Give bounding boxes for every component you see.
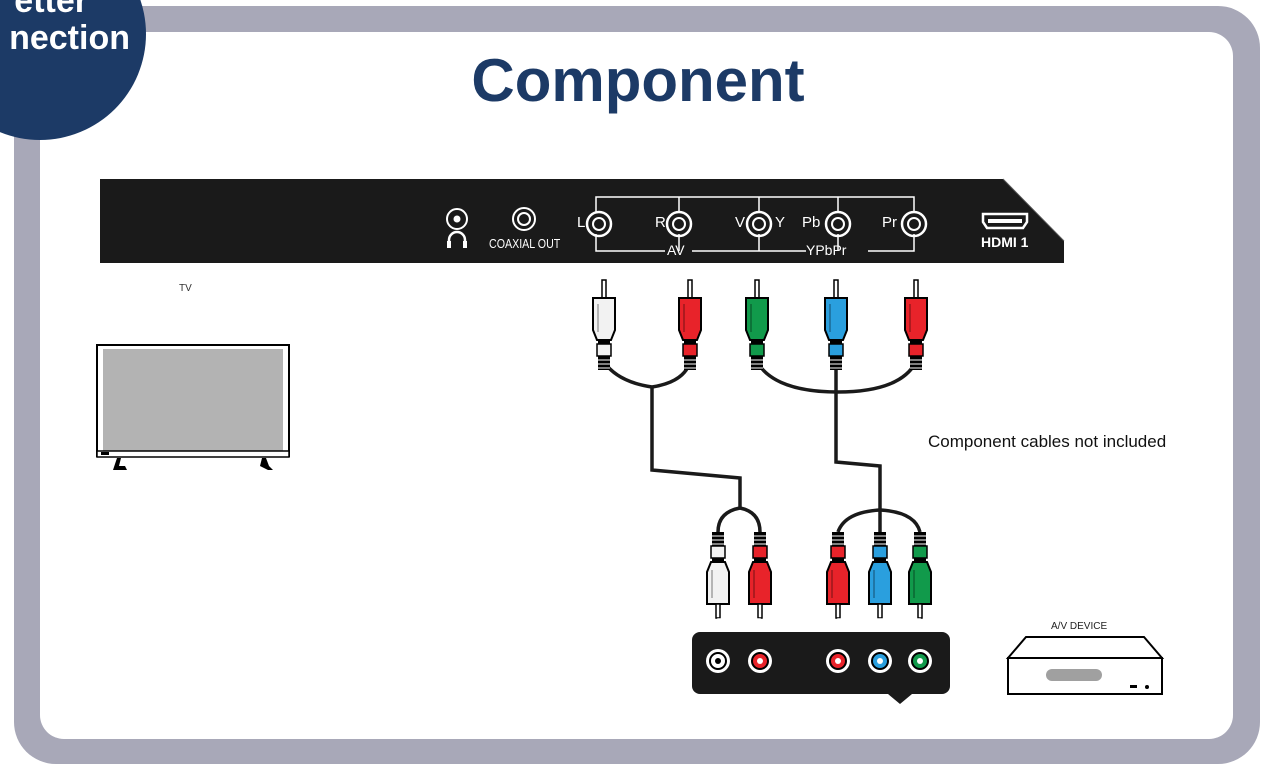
jack-pb (824, 210, 852, 238)
device-jack-red-audio (748, 649, 772, 673)
cables (602, 360, 922, 533)
port-label-v: V (735, 214, 746, 231)
port-group-brackets (595, 196, 915, 252)
tv-illustration (96, 344, 290, 470)
coaxial-out-label: COAXIAL OUT (489, 236, 561, 251)
hdmi-port-icon (981, 212, 1029, 230)
device-jack-red-pr (826, 649, 850, 673)
port-label-pb: Pb (802, 214, 821, 231)
tv-back-panel (100, 178, 1065, 263)
jack-v-y (745, 210, 773, 238)
rca-jack-icon (585, 210, 928, 238)
tv-label: TV (179, 283, 192, 294)
device-jack-panel (692, 618, 950, 704)
jack-av-r (665, 210, 693, 238)
badge-text-line1: etter (14, 0, 88, 20)
badge-text-line2: nection (9, 19, 130, 57)
headphone-jack (446, 208, 468, 230)
device-jack-white (706, 649, 730, 673)
port-label-l: L (577, 214, 586, 231)
group-label-ypbpr: YPbPr (806, 242, 847, 258)
cable-note: Component cables not included (928, 432, 1167, 451)
hdmi-label: HDMI 1 (981, 234, 1029, 250)
headphone-icon (447, 230, 467, 248)
coaxial-jack (512, 207, 536, 231)
corner-badge (0, 0, 146, 140)
jack-av-l (585, 210, 613, 238)
port-label-pr: Pr (882, 214, 897, 231)
device-jack-blue (868, 649, 892, 673)
av-device-label: A/V DEVICE (1051, 621, 1108, 632)
port-label-r: R (655, 214, 666, 231)
jack-pr (900, 210, 928, 238)
port-label-y: Y (775, 214, 786, 231)
av-device-illustration (1005, 636, 1165, 695)
group-label-av: AV (667, 242, 685, 258)
page-title: Component (471, 47, 805, 114)
device-jack-green (908, 649, 932, 673)
